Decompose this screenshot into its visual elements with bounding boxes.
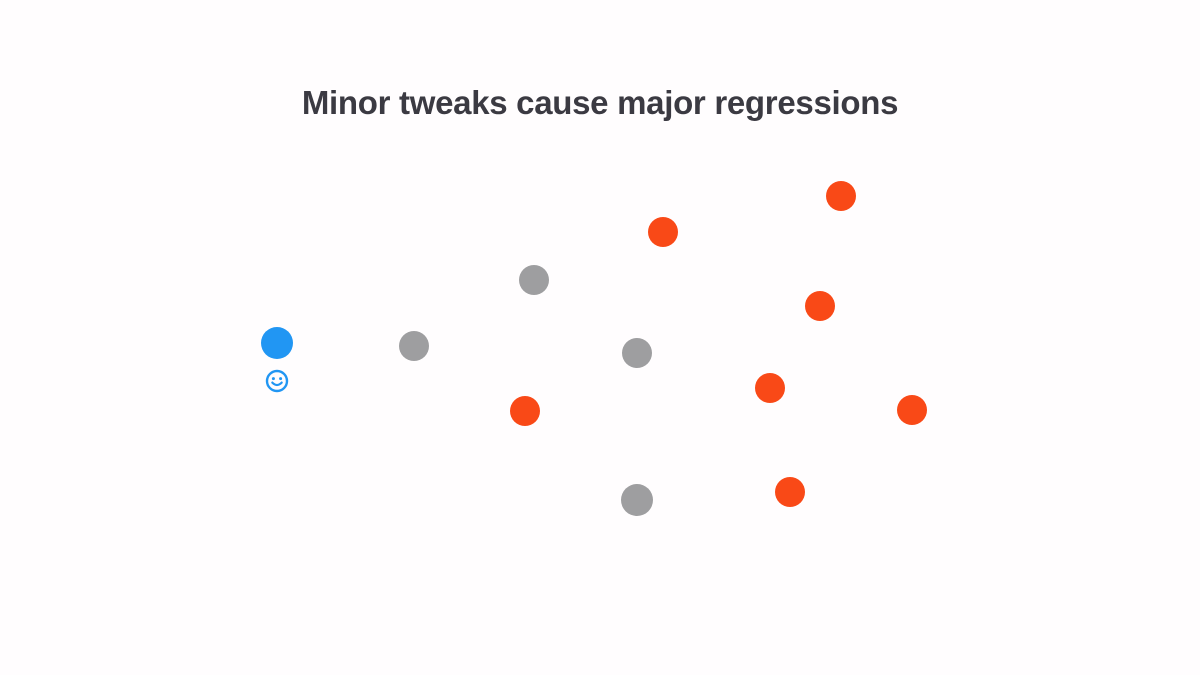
orange-dot [826,181,856,211]
orange-dot [755,373,785,403]
orange-dot [648,217,678,247]
gray-dot [519,265,549,295]
gray-dot [621,484,653,516]
gray-dot [622,338,652,368]
orange-dot [897,395,927,425]
orange-dot [510,396,540,426]
orange-dot [775,477,805,507]
gray-dot [399,331,429,361]
smiley-face-icon [265,369,289,393]
orange-dot [805,291,835,321]
slide-title: Minor tweaks cause major regressions [301,84,899,121]
blue-dot [261,327,293,359]
